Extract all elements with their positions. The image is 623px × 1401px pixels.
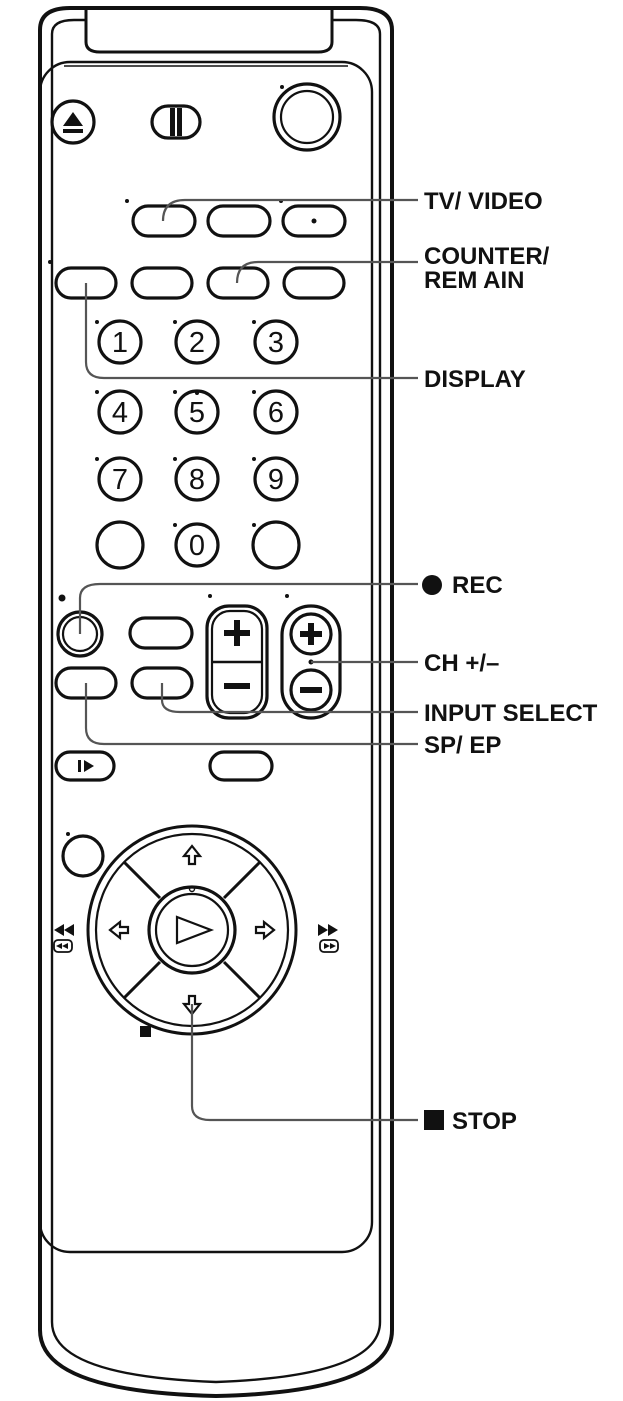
key-7[interactable]: 7 xyxy=(95,456,143,502)
eject-button[interactable] xyxy=(50,99,96,145)
keypad: 1 2 3 4 5 6 7 8 xyxy=(95,319,301,570)
ring-up-arrow-icon[interactable] xyxy=(181,844,203,866)
ring-down-arrow-icon[interactable] xyxy=(181,994,203,1016)
stop-mark-icon xyxy=(140,1026,151,1037)
svg-text:6: 6 xyxy=(268,397,284,429)
label-input-select: INPUT SELECT xyxy=(424,700,598,727)
key-1[interactable]: 1 xyxy=(95,319,143,365)
svg-text:4: 4 xyxy=(112,397,128,429)
key-4[interactable]: 4 xyxy=(95,389,143,435)
side-round-button[interactable] xyxy=(61,832,105,878)
transport-ring xyxy=(53,824,339,1037)
ring-left-arrow-icon[interactable] xyxy=(108,919,130,941)
key-blank-right[interactable] xyxy=(251,520,301,570)
key-6[interactable]: 6 xyxy=(252,389,299,435)
svg-text:2: 2 xyxy=(189,327,205,359)
label-tv-video: TV/ VIDEO xyxy=(424,188,543,215)
button-blank-1[interactable] xyxy=(206,204,272,238)
stop-square-icon xyxy=(424,1110,444,1130)
label-rec: REC xyxy=(452,572,503,599)
svg-text:8: 8 xyxy=(189,464,205,496)
volume-rocker[interactable] xyxy=(205,594,269,720)
key-0[interactable]: 0 xyxy=(173,522,220,568)
key-9[interactable]: 9 xyxy=(252,456,299,502)
button-blank-3[interactable] xyxy=(282,266,346,300)
label-display: DISPLAY xyxy=(424,366,526,393)
key-blank-left[interactable] xyxy=(95,520,145,570)
key-8[interactable]: 8 xyxy=(173,456,220,502)
label-sp-ep: SP/ EP xyxy=(424,732,501,759)
button-blank-5[interactable] xyxy=(208,750,274,782)
svg-text:7: 7 xyxy=(112,464,128,496)
leader-lines xyxy=(78,198,418,1122)
label-ch: CH +/– xyxy=(424,650,499,677)
callout-labels: TV/ VIDEO COUNTER/ REM AIN DISPLAY REC C… xyxy=(422,188,598,1135)
label-counter-remain-line1: COUNTER/ xyxy=(424,243,550,270)
svg-text:1: 1 xyxy=(112,327,128,359)
fast-forward-icon xyxy=(318,924,339,953)
ring-right-arrow-icon[interactable] xyxy=(254,919,276,941)
key-3[interactable]: 3 xyxy=(252,319,299,365)
key-2[interactable]: 2 xyxy=(173,319,220,365)
label-counter-remain-line2: REM AIN xyxy=(424,267,524,294)
svg-text:5: 5 xyxy=(189,397,205,429)
power-button[interactable] xyxy=(272,82,342,152)
svg-text:3: 3 xyxy=(268,327,284,359)
svg-text:9: 9 xyxy=(268,464,284,496)
rewind-icon xyxy=(53,924,74,953)
tape-switch[interactable] xyxy=(150,104,202,140)
button-blank-4[interactable] xyxy=(128,616,194,650)
label-stop: STOP xyxy=(452,1108,517,1135)
svg-text:0: 0 xyxy=(189,530,205,562)
slow-play-button[interactable] xyxy=(54,750,116,782)
rec-dot-icon xyxy=(422,575,442,595)
button-blank-2[interactable] xyxy=(130,266,194,300)
channel-rocker[interactable] xyxy=(280,594,342,720)
key-5[interactable]: 5 xyxy=(173,389,220,435)
play-button[interactable] xyxy=(147,885,237,975)
